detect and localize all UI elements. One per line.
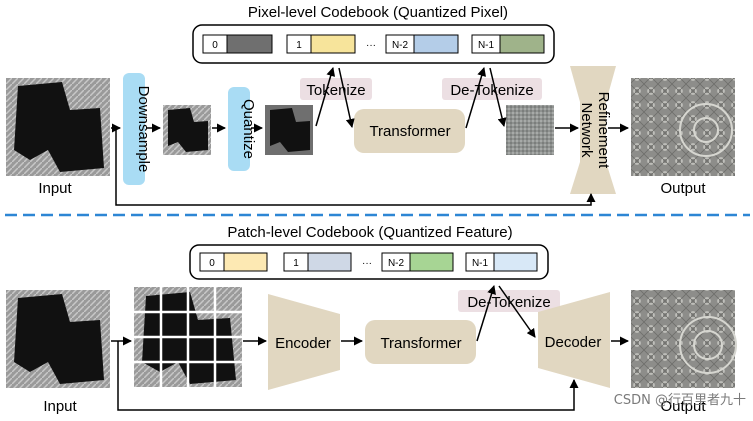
patch-codebook-frame [189,244,549,280]
codebook-ellipsis: ··· [362,258,372,269]
codebook-entry-index: N-2 [388,258,405,269]
bottom-output-image [631,290,737,388]
codebook-entry: 1 [283,252,352,272]
encoder-shape [268,294,340,390]
codebook-entry: 1 [286,34,356,54]
bottom-input-image [6,290,110,388]
downsampled-image [163,105,211,155]
arrow-detokenize-down [489,67,507,127]
codebook-entry-swatch [310,34,356,54]
codebook-entry: N-1 [465,252,538,272]
refinement-label-line1: Refinement [595,92,612,170]
codebook-entry-index: N-2 [392,40,409,51]
tokenize-label: Tokenize [306,82,365,99]
top-transformer-label: Transformer [369,123,450,140]
top-input-image [6,78,110,176]
codebook-entry-index: 1 [296,40,302,51]
quantize-pill [228,87,250,171]
quantized-image [265,105,313,155]
skip-connection-top [115,128,596,206]
codebook-entry-swatch [223,252,268,272]
arrow-tokenize-up [315,67,336,127]
codebook-entry-index: 0 [209,258,215,269]
decoder-shape [538,292,610,388]
codebook-entry-index: 1 [293,258,299,269]
codebook-entry: 0 [199,252,268,272]
bottom-transformer-label: Transformer [380,335,461,352]
codebook-entry: N-2 [385,34,459,54]
codebook-entry-index: N-1 [478,40,495,51]
patch-codebook: 0 1 ··· N-2 N-1 [189,244,549,280]
arrow-detokenize-up [465,67,487,129]
downsample-pill [123,73,145,185]
top-output-image [631,78,735,176]
top-detokenize-label-bg [442,78,542,100]
pixel-codebook: 0 1 ··· N-2 N-1 [192,24,555,64]
top-transformer-box [354,109,465,153]
pixel-codebook-frame [192,24,555,64]
bottom-output-label: Output [660,398,706,415]
patch-codebook-title: Patch-level Codebook (Quantized Feature) [227,224,512,241]
codebook-entry: N-1 [471,34,545,54]
codebook-entry-swatch [307,252,352,272]
codebook-entry: 0 [202,34,273,54]
watermark: CSDN @行百里者九十 [614,393,746,408]
codebook-entry-index: 0 [212,40,218,51]
codebook-entry: N-2 [381,252,454,272]
codebook-entry-swatch [499,34,545,54]
patch-grid-image [134,287,242,387]
refinement-label-line2: Network [578,102,595,158]
bottom-detokenize-label: De-Tokenize [467,294,550,311]
codebook-ellipsis: ··· [366,40,376,51]
codebook-entry-swatch [226,34,273,54]
encoder-label: Encoder [275,335,331,352]
bottom-transformer-box [365,320,476,364]
skip-connection-bottom [117,341,579,411]
top-output-label: Output [660,180,706,197]
codebook-entry-swatch [493,252,538,272]
tokenize-label-bg [300,78,372,100]
top-detokenize-label: De-Tokenize [450,82,533,99]
detokenized-image [506,105,554,155]
quantize-label: Quantize [240,99,257,159]
codebook-entry-index: N-1 [472,258,489,269]
arrow-tokenize-down [338,67,355,128]
bottom-input-label: Input [43,398,77,415]
pixel-codebook-title: Pixel-level Codebook (Quantized Pixel) [248,4,508,21]
arrow-detokenize-down [498,285,536,338]
top-input-label: Input [38,180,72,197]
arrow-detokenize-up [476,285,496,342]
refinement-network-shape [570,66,616,194]
downsample-label: Downsample [135,86,152,173]
codebook-entry-swatch [413,34,459,54]
decoder-label: Decoder [545,334,602,351]
codebook-entry-swatch [409,252,454,272]
